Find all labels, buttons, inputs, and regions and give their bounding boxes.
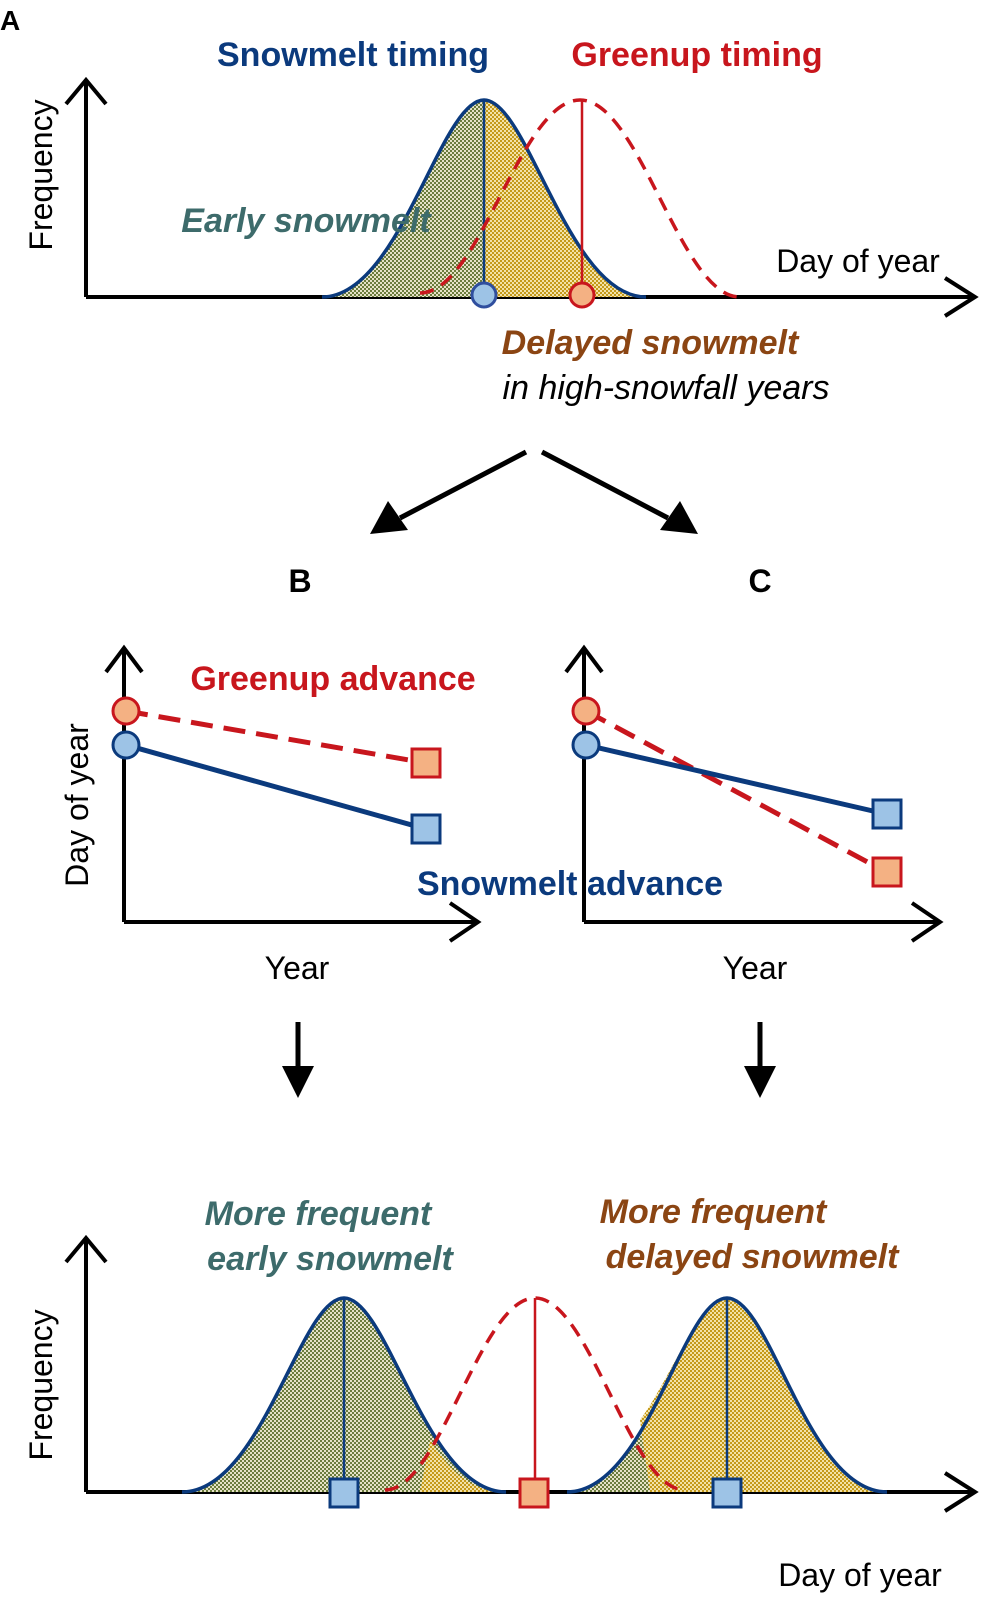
panel-a-delayed-sub: in high-snowfall years [503, 369, 830, 407]
panel-b-snowmelt-start [111, 730, 141, 760]
bottom-greenup-marker [518, 1477, 550, 1509]
bottom-early-line1: More frequent [205, 1195, 433, 1233]
panel-a-ylabel: Frequency [23, 99, 59, 250]
branch-arrows [370, 449, 698, 534]
panel-b-snowmelt-label: Snowmelt advance [417, 865, 723, 903]
panel-c-axes [564, 644, 944, 943]
bottom-delayed-line1: More frequent [600, 1193, 828, 1231]
bottom-greenup-distribution [384, 1296, 686, 1492]
panel-label-a: A [0, 5, 20, 36]
bottom-delayed-distribution [566, 1296, 888, 1494]
bottom-ylabel: Frequency [23, 1309, 59, 1460]
panel-label-b: B [288, 563, 311, 599]
panel-c-snowmelt-line [585, 742, 887, 817]
panel-a-xlabel: Day of year [776, 243, 940, 279]
bottom-early-distribution [181, 1296, 507, 1494]
panel-a-snowmelt-title: Snowmelt timing [217, 36, 489, 74]
bottom-early-marker [328, 1477, 360, 1509]
panel-c-xlabel: Year [723, 950, 788, 986]
panel-c-snowmelt-start [571, 730, 601, 760]
panel-a-greenup-marker [568, 281, 596, 309]
panel-b-greenup-end [410, 747, 442, 779]
panel-b-axes [104, 644, 482, 943]
panel-a-snowmelt-distribution [321, 98, 647, 299]
panel-b-greenup-line [125, 708, 427, 766]
panel-b-xlabel: Year [265, 950, 330, 986]
panel-label-c: C [748, 563, 771, 599]
panel-b-greenup-label: Greenup advance [190, 660, 475, 698]
bottom-delayed-line2: delayed snowmelt [606, 1238, 901, 1276]
panel-b-ylabel: Day of year [59, 723, 95, 887]
panel-b-greenup-start [111, 696, 141, 726]
down-arrows [282, 1022, 776, 1098]
panel-c-snowmelt-end [871, 798, 903, 830]
bottom-xlabel: Day of year [778, 1557, 942, 1593]
panel-c-greenup-line [584, 708, 888, 875]
panel-b-snowmelt-line [125, 742, 427, 832]
panel-a-greenup-distribution [419, 98, 741, 299]
panel-a-delayed-label: Delayed snowmelt [502, 324, 800, 362]
panel-a-snowmelt-marker [470, 281, 498, 309]
bottom-early-line2: early snowmelt [207, 1240, 454, 1278]
panel-a-early-label: Early snowmelt [181, 202, 432, 240]
panel-a-greenup-title: Greenup timing [571, 36, 822, 74]
bottom-delayed-marker [711, 1477, 743, 1509]
panel-b-snowmelt-end [410, 813, 442, 845]
panel-c-greenup-start [571, 696, 601, 726]
panel-c-greenup-end [871, 856, 903, 888]
